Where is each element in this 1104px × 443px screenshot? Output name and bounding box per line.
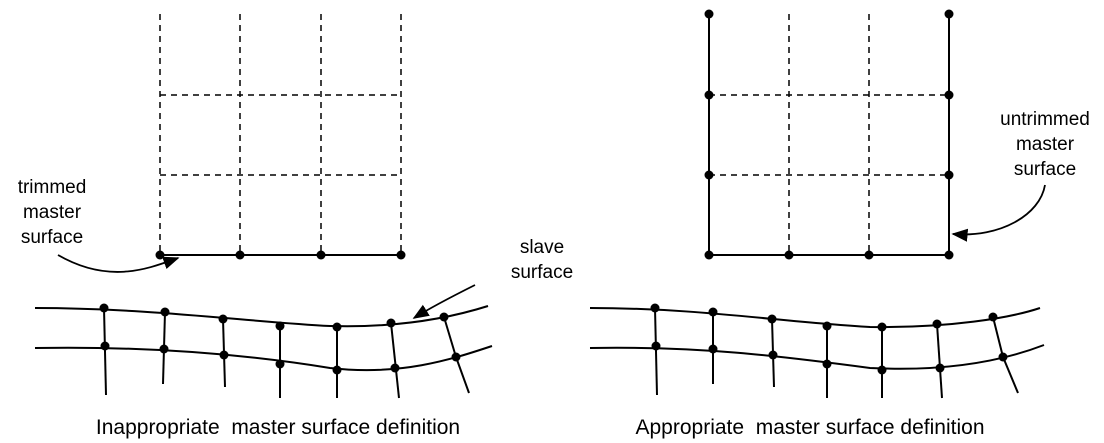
right-slave-mesh [589, 303, 1045, 399]
label-untrimmed: untrimmed [1000, 109, 1090, 130]
caption-inappropriate: Inappropriate master surface definition [96, 416, 460, 439]
grid-node [155, 250, 165, 260]
label-slave: slave [520, 237, 564, 258]
label-trimmed: trimmed [18, 177, 87, 198]
label-untrimmed-surface: surface [1014, 159, 1076, 180]
grid-node [396, 250, 406, 260]
untrimmed-arrow [951, 184, 1046, 242]
right-master-grid [704, 9, 954, 260]
label-surface: surface [21, 227, 83, 248]
label-master: master [23, 202, 82, 223]
caption-appropriate: Appropriate master surface definition [635, 416, 984, 439]
grid-node [316, 250, 326, 260]
left-master-grid [155, 14, 406, 260]
grid-node [235, 250, 245, 260]
slave-arrow [412, 284, 476, 319]
label-slave-surface: surface [511, 262, 573, 283]
trimmed-arrow [57, 254, 180, 273]
label-untrimmed-master: master [1016, 134, 1075, 155]
left-slave-mesh [34, 303, 493, 399]
